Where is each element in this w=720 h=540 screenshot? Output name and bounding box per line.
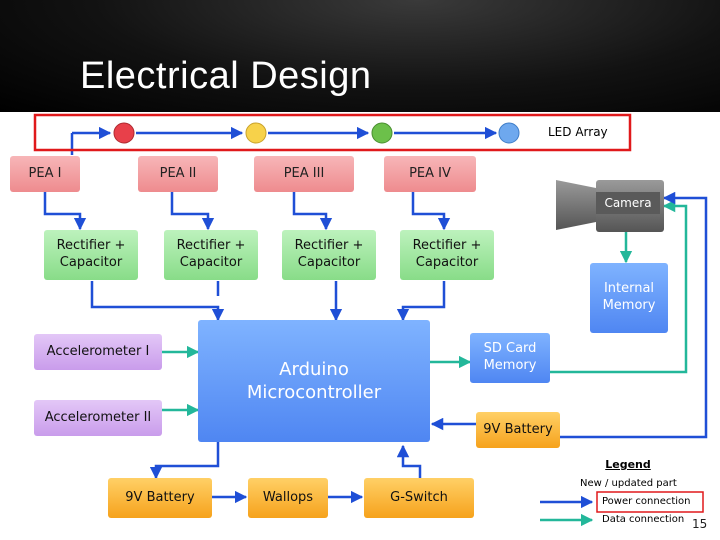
rectifier-line-2: Capacitor <box>59 255 123 270</box>
internal-memory-line-1: Internal <box>603 281 655 297</box>
page-number: 15 <box>692 517 708 531</box>
sd-card-line-1: SD Card <box>483 341 537 357</box>
rectifier-arduino-wires <box>90 281 446 322</box>
g-switch-box: G-Switch <box>364 478 474 518</box>
rectifier-line-1: Rectifier + <box>294 238 364 254</box>
led-array-outline <box>33 113 632 152</box>
rectifier-box-3: Rectifier + Capacitor <box>282 230 376 280</box>
rectifier-line-2: Capacitor <box>297 255 361 270</box>
led-array-label: LED Array <box>548 125 608 139</box>
accelerometer-data-wires <box>162 345 200 417</box>
camera-power-wire <box>560 191 708 439</box>
red-led <box>113 122 135 144</box>
pea-box-3: PEA III <box>254 156 354 192</box>
wallops-box: Wallops <box>248 478 328 518</box>
battery-bottom-box: 9V Battery <box>108 478 212 518</box>
rectifier-box-1: Rectifier + Capacitor <box>44 230 138 280</box>
rectifier-line-1: Rectifier + <box>176 238 246 254</box>
rectifier-box-2: Rectifier + Capacitor <box>164 230 258 280</box>
slide-header: Electrical Design <box>0 0 720 112</box>
legend-power-outline <box>596 491 704 513</box>
bottom-wires <box>149 442 422 504</box>
battery-right-box: 9V Battery <box>476 412 560 448</box>
sd-card-line-2: Memory <box>483 358 537 373</box>
pea-box-1: PEA I <box>10 156 80 192</box>
sd-camera-wire <box>550 199 688 374</box>
camera-label: Camera <box>596 192 660 214</box>
legend-power: Power connection <box>602 496 691 507</box>
internal-memory-line-2: Memory <box>602 298 656 313</box>
accelerometer-box-2: Accelerometer II <box>34 400 162 436</box>
arduino-box: Arduino Microcontroller <box>198 320 430 442</box>
slide-title: Electrical Design <box>80 55 372 97</box>
rectifier-line-1: Rectifier + <box>56 238 126 254</box>
pea-rectifier-wires <box>43 192 451 231</box>
blue-led <box>498 122 520 144</box>
pea-box-2: PEA II <box>138 156 218 192</box>
rectifier-line-2: Capacitor <box>415 255 479 270</box>
arduino-line-1: Arduino <box>279 358 349 380</box>
led-array <box>113 122 520 144</box>
legend-title: Legend <box>605 458 651 471</box>
accelerometer-box-1: Accelerometer I <box>34 334 162 370</box>
rectifier-line-2: Capacitor <box>179 255 243 270</box>
led-power-wires <box>70 126 498 155</box>
legend-new-part-swatch <box>584 454 684 455</box>
sd-card-box: SD Card Memory <box>470 333 550 383</box>
arduino-line-2: Microcontroller <box>246 382 382 403</box>
green-led <box>371 122 393 144</box>
rectifier-line-1: Rectifier + <box>412 238 482 254</box>
legend-data: Data connection <box>602 514 685 525</box>
yellow-led <box>245 122 267 144</box>
pea-box-4: PEA IV <box>384 156 476 192</box>
internal-memory-box: Internal Memory <box>590 263 668 333</box>
rectifier-box-4: Rectifier + Capacitor <box>400 230 494 280</box>
legend-new-part: New / updated part <box>580 478 677 489</box>
